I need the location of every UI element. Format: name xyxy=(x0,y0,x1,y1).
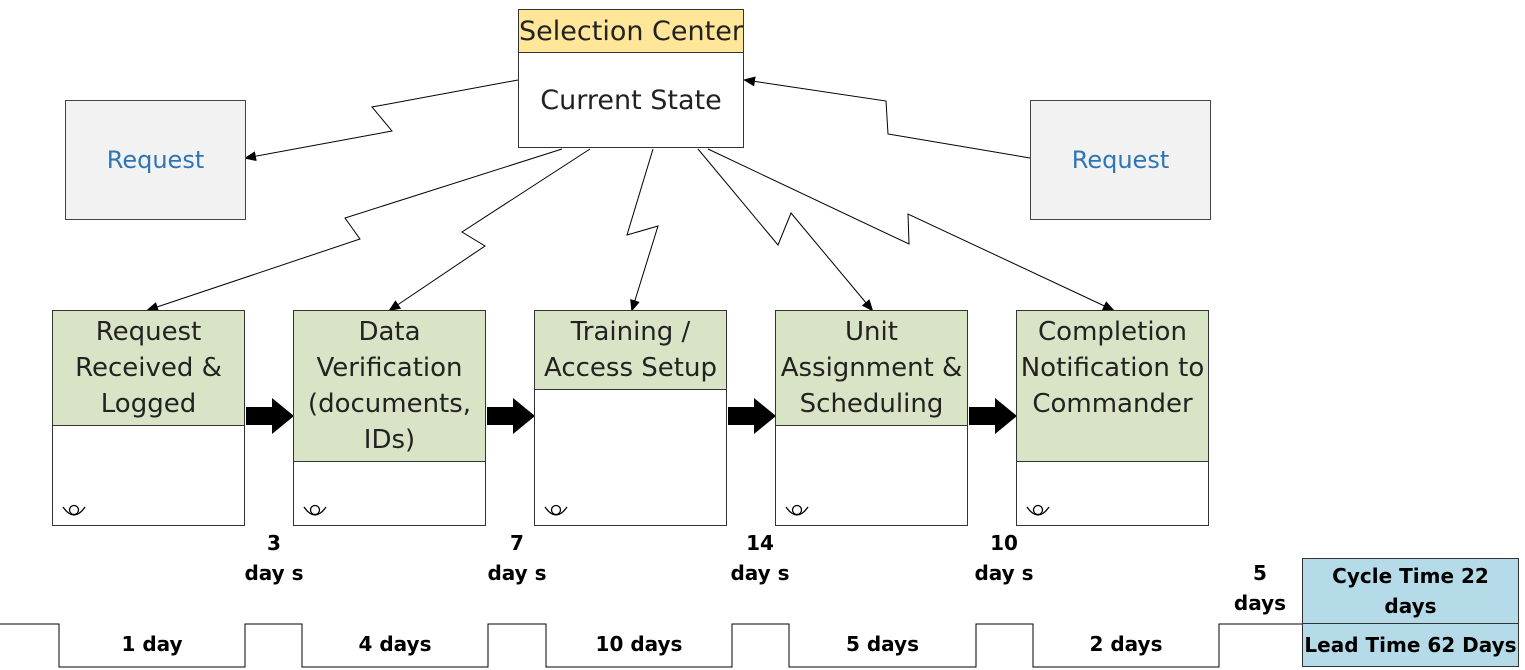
info-flow-to-process-4 xyxy=(697,148,874,312)
push-arrow-icon xyxy=(728,398,776,434)
lead-time-summary: Lead Time 62 Days xyxy=(1302,624,1519,667)
info-flow-from-right-request xyxy=(743,76,1031,159)
process-box-2: Data Verification (documents, IDs) xyxy=(293,310,486,526)
info-flow-to-process-3 xyxy=(626,148,659,312)
push-arrow-icon xyxy=(487,398,535,434)
timeline-ladder xyxy=(0,623,1302,668)
selection-center-title: Selection Center xyxy=(518,9,744,53)
process-title: Request Received & Logged xyxy=(53,311,244,426)
operator-icon xyxy=(1026,504,1050,516)
wait-time-2: 7 day s xyxy=(487,531,547,585)
operator-icon xyxy=(303,504,327,516)
process-box-5: Completion Notification to Commander xyxy=(1016,310,1209,526)
request-box-right: Request xyxy=(1030,100,1211,220)
process-box-3: Training / Access Setup xyxy=(534,310,727,526)
wait-time-4: 10 day s xyxy=(974,531,1034,585)
operator-icon xyxy=(544,504,568,516)
process-box-1: Request Received & Logged xyxy=(52,310,245,526)
operator-icon xyxy=(62,504,86,516)
process-box-4: Unit Assignment & Scheduling xyxy=(775,310,968,526)
info-flow-to-process-5 xyxy=(707,148,1115,311)
wait-time-3: 14 day s xyxy=(730,531,790,585)
wait-time-1: 3 day s xyxy=(244,531,304,585)
process-time-1: 1 day xyxy=(121,632,183,656)
wait-time-5: 5 days xyxy=(1233,561,1287,615)
selection-center-state: Current State xyxy=(518,53,744,148)
process-time-3: 10 days xyxy=(595,632,683,656)
process-time-4: 5 days xyxy=(845,632,920,656)
info-flow-to-process-2 xyxy=(388,148,591,312)
push-arrow-icon xyxy=(246,398,294,434)
process-title: Data Verification (documents, IDs) xyxy=(294,311,485,462)
process-time-2: 4 days xyxy=(358,632,432,656)
process-time-5: 2 days xyxy=(1089,632,1163,656)
request-box-left: Request xyxy=(65,100,246,220)
process-title: Completion Notification to Commander xyxy=(1017,311,1208,462)
operator-icon xyxy=(785,504,809,516)
cycle-time-summary: Cycle Time 22 days xyxy=(1302,558,1519,624)
process-title: Training / Access Setup xyxy=(535,311,726,390)
process-title: Unit Assignment & Scheduling xyxy=(776,311,967,426)
push-arrow-icon xyxy=(969,398,1017,434)
info-flow-to-left-request xyxy=(244,79,519,162)
info-flow-to-process-1 xyxy=(146,148,563,312)
